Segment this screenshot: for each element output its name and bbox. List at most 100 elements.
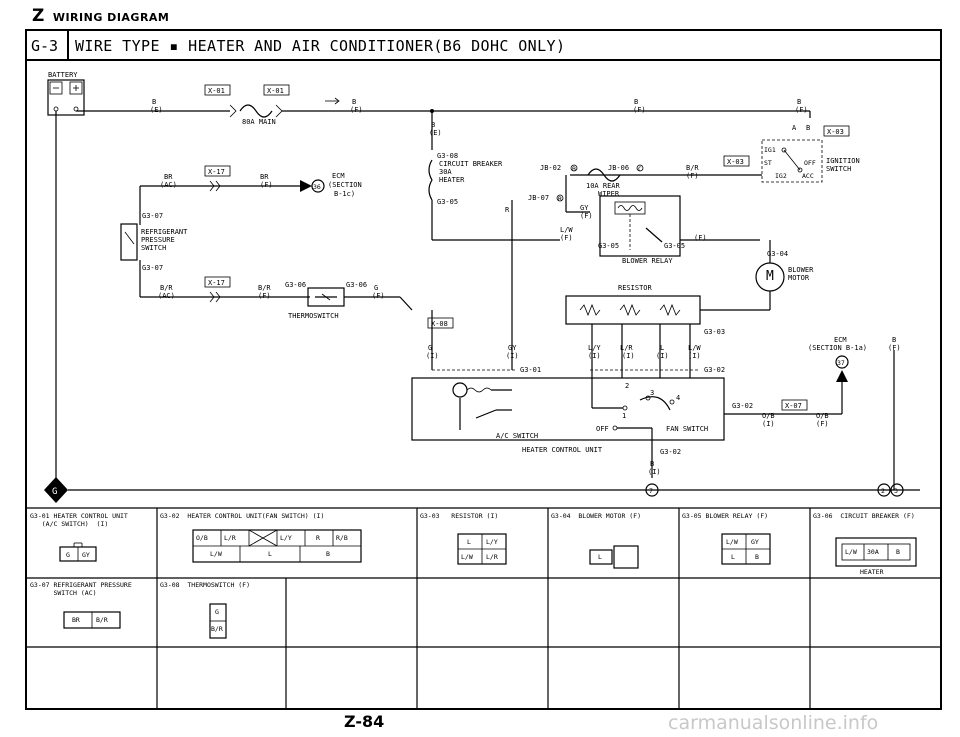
svg-text:ECM: ECM — [332, 172, 345, 180]
svg-text:X-01: X-01 — [208, 87, 225, 95]
pin: L/W — [726, 538, 738, 546]
svg-text:IG2: IG2 — [775, 172, 787, 180]
rear-wiper-fuse: JB-02 B JB-06 C 10A REAR WIPER JB-07 R G… — [505, 164, 666, 370]
ecm-ac-signal: X-17 BR (AC) BR (F) 36 ECM (SECTION B-1c… — [139, 165, 362, 225]
svg-text:X-03: X-03 — [827, 128, 844, 136]
pin: GY — [751, 538, 759, 546]
svg-text:G3-07: G3-07 — [142, 212, 163, 220]
svg-text:(F): (F) — [888, 344, 901, 352]
page-number: Z-84 — [344, 712, 385, 731]
blower-motor: G3-04 M BLOWER MOTOR — [755, 240, 814, 310]
pin: L/R — [486, 553, 498, 561]
svg-text:(I): (I) — [506, 352, 519, 360]
svg-text:GY: GY — [580, 204, 589, 212]
connector-g3-04-title: G3-04 BLOWER MOTOR (F) — [551, 512, 642, 520]
connector-g3-05-title: G3-05 BLOWER RELAY (F) — [682, 512, 769, 520]
svg-text:3: 3 — [650, 389, 654, 397]
svg-text:X-08: X-08 — [431, 320, 448, 328]
battery: BATTERY — [47, 71, 85, 116]
svg-text:(E): (E) — [429, 129, 442, 137]
pin: L/Y — [280, 534, 292, 542]
svg-text:A: A — [792, 124, 797, 132]
svg-text:G3-02: G3-02 — [732, 402, 753, 410]
svg-text:B: B — [650, 460, 654, 468]
section-letter: Z — [32, 6, 45, 26]
svg-text:B/R: B/R — [686, 164, 699, 172]
svg-text:(I): (I) — [426, 352, 439, 360]
pin: O/B — [196, 534, 208, 542]
svg-text:B: B — [352, 98, 356, 106]
svg-text:G3-01: G3-01 — [520, 366, 541, 374]
svg-text:(F): (F) — [350, 106, 363, 114]
svg-text:10A REAR: 10A REAR — [586, 182, 621, 190]
svg-text:(AC): (AC) — [160, 181, 177, 189]
svg-text:O/B: O/B — [762, 412, 775, 420]
svg-text:B: B — [806, 124, 810, 132]
svg-text:X-01: X-01 — [267, 87, 284, 95]
svg-text:B: B — [152, 98, 156, 106]
svg-text:JB-06: JB-06 — [608, 164, 629, 172]
svg-text:BLOWER: BLOWER — [788, 266, 814, 274]
svg-text:G3-07: G3-07 — [142, 264, 163, 272]
svg-text:(F): (F) — [816, 420, 829, 428]
svg-text:30A: 30A — [439, 168, 452, 176]
svg-text:L/W: L/W — [688, 344, 701, 352]
svg-text:(I): (I) — [656, 352, 669, 360]
svg-text:THERMOSWITCH: THERMOSWITCH — [288, 312, 339, 320]
pin-g: G — [66, 551, 70, 559]
pin: L — [598, 553, 602, 561]
svg-text:ACC: ACC — [802, 172, 814, 180]
svg-text:(E): (E) — [150, 106, 163, 114]
pin: G — [215, 608, 219, 616]
svg-text:JB-07: JB-07 — [528, 194, 549, 202]
pin: L/W — [845, 548, 857, 556]
svg-text:JB-02: JB-02 — [540, 164, 561, 172]
title-divider — [67, 31, 69, 59]
pin: L/W — [461, 553, 473, 561]
ground-point-7 — [645, 483, 659, 497]
svg-text:G3-06: G3-06 — [346, 281, 367, 289]
svg-text:OFF: OFF — [596, 425, 609, 433]
pin: L/R — [224, 534, 236, 542]
pin: L — [268, 550, 272, 558]
svg-text:(F): (F) — [258, 292, 271, 300]
pin: B/R — [96, 616, 108, 624]
svg-text:CIRCUIT BREAKER: CIRCUIT BREAKER — [439, 160, 503, 168]
svg-text:C: C — [638, 165, 642, 173]
svg-text:X-17: X-17 — [208, 168, 225, 176]
svg-text:B: B — [634, 98, 638, 106]
connector-g3-07-title: G3-07 REFRIGERANT PRESSURE SWITCH (AC) — [30, 581, 132, 597]
svg-text:O/B: O/B — [816, 412, 829, 420]
svg-text:G3-05: G3-05 — [437, 198, 458, 206]
svg-text:BR: BR — [164, 173, 173, 181]
svg-text:(I): (I) — [622, 352, 635, 360]
circuit-breaker-30a: B (E) G3-08 CIRCUIT BREAKER 30A HEATER G… — [428, 111, 560, 241]
fuse-80a — [239, 104, 273, 118]
svg-text:1: 1 — [622, 412, 626, 420]
svg-text:37: 37 — [837, 359, 845, 367]
svg-text:3: 3 — [894, 487, 898, 495]
pin: 30A — [867, 548, 879, 556]
svg-text:PRESSURE: PRESSURE — [141, 236, 175, 244]
svg-text:G3-03: G3-03 — [704, 328, 725, 336]
pin-gy: GY — [82, 551, 90, 559]
svg-text:(F): (F) — [795, 106, 808, 114]
ignition-switch: A B X-03 X-03 IG1 ST OFF IG2 ACC IGNITIO… — [666, 124, 860, 183]
pin: L/Y — [486, 538, 498, 546]
resistor: RESISTOR G3-03 — [565, 284, 770, 336]
watermark: carmanualsonline.info — [668, 712, 879, 734]
svg-text:G: G — [52, 487, 57, 497]
svg-text:(I): (I) — [688, 352, 701, 360]
pin: L/W — [210, 550, 222, 558]
svg-text:REFRIGERANT: REFRIGERANT — [141, 228, 188, 236]
pin: L — [467, 538, 471, 546]
svg-text:G3-02: G3-02 — [660, 448, 681, 456]
blower-relay: L/W (F) G3-05 G3-05 (F) BLOWER RELAY — [560, 195, 760, 265]
svg-text:SWITCH: SWITCH — [826, 165, 851, 173]
svg-text:B-1c): B-1c) — [334, 190, 355, 198]
pin-subtitle: HEATER — [860, 568, 884, 576]
svg-text:IGNITION: IGNITION — [826, 157, 860, 165]
svg-text:A/C SWITCH: A/C SWITCH — [496, 432, 538, 440]
svg-text:G3-06: G3-06 — [285, 281, 306, 289]
